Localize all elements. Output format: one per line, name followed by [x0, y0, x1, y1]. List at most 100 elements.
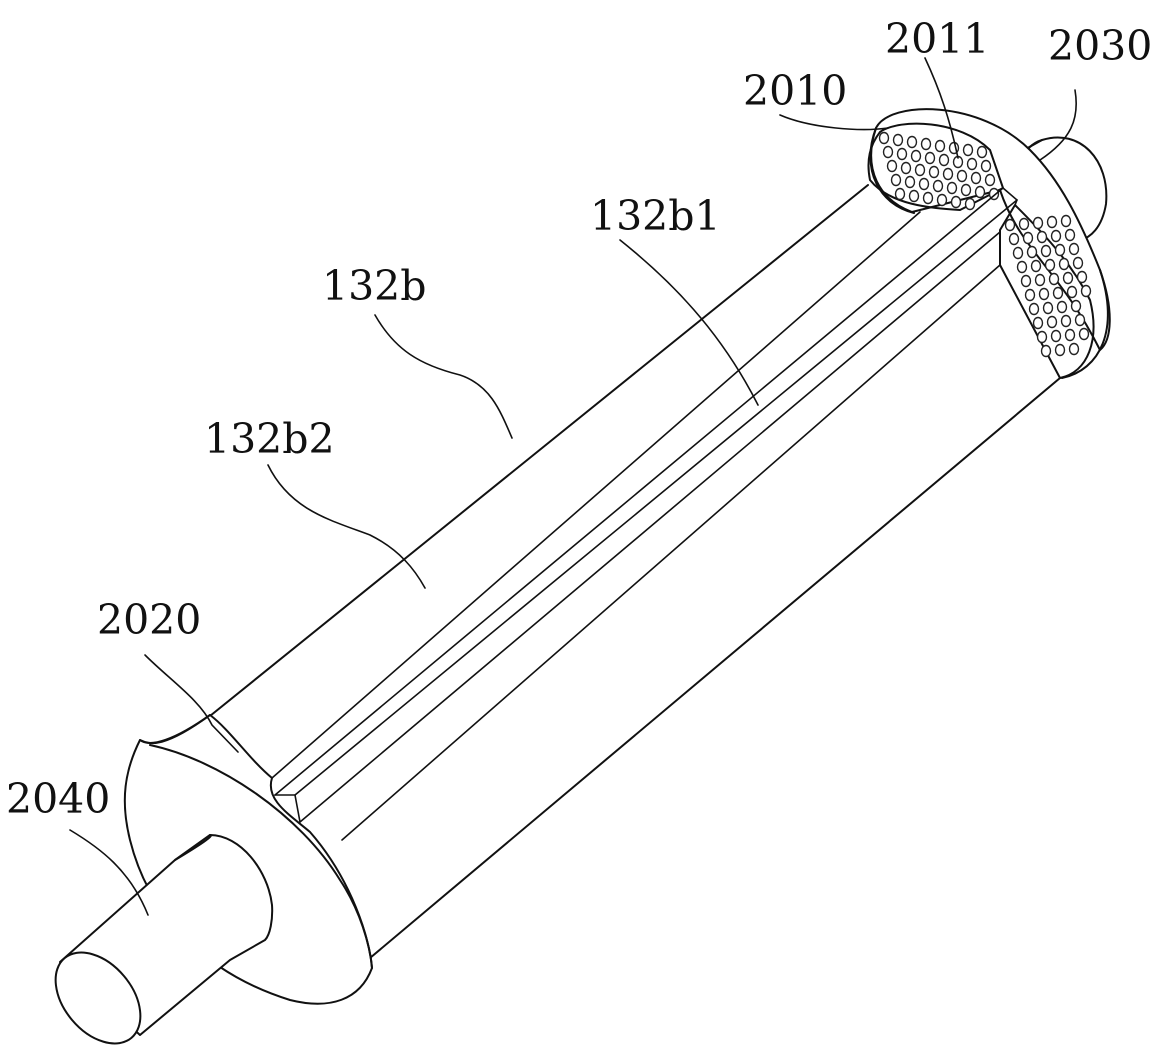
perforation-hole [882, 145, 894, 159]
leader-lines [69, 57, 1077, 916]
perforation-hole [1028, 302, 1040, 316]
perforation-hole [892, 133, 904, 147]
leader-2011 [924, 57, 959, 159]
perforation-hole [1068, 242, 1080, 256]
leader-132b [374, 314, 513, 439]
leader-132b1 [619, 239, 759, 406]
leader-2010 [779, 114, 889, 131]
left-shaft-2040 [54, 834, 274, 1045]
perforation-hole [1030, 259, 1042, 273]
perforation-hole [984, 173, 996, 187]
perforation-hole [1042, 301, 1054, 315]
perforation-hole [1018, 217, 1030, 231]
perforation-hole [894, 187, 906, 201]
perforation-hole [1040, 344, 1052, 358]
perforation-hole [1072, 256, 1084, 270]
perforation-hole [1008, 232, 1020, 246]
perforation-hole [1016, 260, 1028, 274]
perforation-hole [928, 165, 940, 179]
perforation-hole [1064, 228, 1076, 242]
perforation-hole [962, 143, 974, 157]
perforation-hole [910, 149, 922, 163]
perforation-hole [1038, 287, 1050, 301]
perforated-face-lower [999, 204, 1095, 379]
perforation-hole [1046, 315, 1058, 329]
perforation-hole [918, 177, 930, 191]
label-2010: 2010 [743, 67, 847, 115]
perforation-hole [908, 189, 920, 203]
perforation-hole [934, 139, 946, 153]
cylinder-body-132b [204, 184, 1061, 959]
perforation-hole [1048, 272, 1060, 286]
perforation-hole [1050, 329, 1062, 343]
perforation-hole [1026, 245, 1038, 259]
leader-2030 [1039, 89, 1077, 161]
perforation-hole [938, 153, 950, 167]
perforation-hole [974, 185, 986, 199]
perforation-hole [1060, 214, 1072, 228]
label-2020: 2020 [97, 596, 201, 644]
perforation-hole [1054, 243, 1066, 257]
perforation-hole [1062, 271, 1074, 285]
perforation-hole [896, 147, 908, 161]
perforation-hole [1054, 343, 1066, 357]
labels: 2011 2030 2010 132b1 132b 132b2 2020 204… [6, 15, 1152, 823]
perforation-hole [1004, 218, 1016, 232]
perforation-hole [920, 137, 932, 151]
perforation-hole [1022, 231, 1034, 245]
perforation-hole [1076, 270, 1088, 284]
perforation-hole [1046, 215, 1058, 229]
label-132b: 132b [322, 262, 427, 310]
perforation-hole [924, 151, 936, 165]
perforation-hole [1058, 257, 1070, 271]
perforation-hole [960, 183, 972, 197]
perforation-hole [886, 159, 898, 173]
perforation-hole [932, 179, 944, 193]
perforation-hole [1080, 284, 1092, 298]
leader-2020 [144, 654, 239, 753]
label-132b2: 132b2 [204, 415, 335, 463]
perforation-hole [1060, 314, 1072, 328]
perforation-hole [1064, 328, 1076, 342]
perforation-hole [1036, 230, 1048, 244]
perforation-hole [1070, 299, 1082, 313]
perforation-hole [922, 191, 934, 205]
leader-132b2 [267, 464, 426, 589]
perforation-hole [956, 169, 968, 183]
perforation-hole [1032, 316, 1044, 330]
perforation-hole [950, 195, 962, 209]
perforation-hole [946, 181, 958, 195]
perforation-hole [914, 163, 926, 177]
label-132b1: 132b1 [590, 192, 721, 240]
perforation-hole [1024, 288, 1036, 302]
perforation-hole [970, 171, 982, 185]
perforation-hole [1078, 327, 1090, 341]
perforation-hole [1056, 300, 1068, 314]
perforation-hole [964, 197, 976, 211]
perforation-hole [936, 193, 948, 207]
perforation-hole [1044, 258, 1056, 272]
perforation-hole [980, 159, 992, 173]
perforation-hole [966, 157, 978, 171]
perforation-hole [906, 135, 918, 149]
perforation-hole [878, 131, 890, 145]
perforation-hole [1012, 246, 1024, 260]
perforation-hole [1068, 342, 1080, 356]
label-2030: 2030 [1048, 22, 1152, 70]
perforation-hole [1032, 216, 1044, 230]
perforation-hole [1020, 274, 1032, 288]
perforation-hole [942, 167, 954, 181]
perforation-hole [976, 145, 988, 159]
leader-2040 [69, 829, 149, 916]
perforation-hole [1052, 286, 1064, 300]
perforation-hole [1040, 244, 1052, 258]
perforation-hole [904, 175, 916, 189]
perforated-face-upper [867, 122, 1004, 211]
perforation-hole [1050, 229, 1062, 243]
label-2011: 2011 [885, 15, 989, 63]
perforation-hole [1036, 330, 1048, 344]
perforation-hole [1066, 285, 1078, 299]
label-2040: 2040 [6, 775, 110, 823]
perforation-hole [900, 161, 912, 175]
